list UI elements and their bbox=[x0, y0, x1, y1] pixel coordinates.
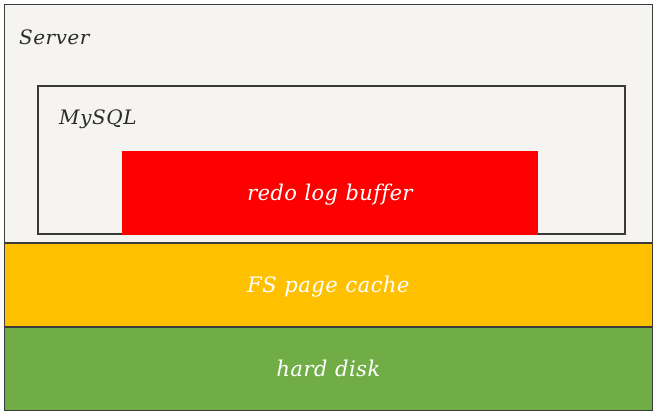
redo-log-buffer-label: redo log buffer bbox=[247, 181, 413, 205]
fs-page-cache-label: FS page cache bbox=[247, 273, 410, 297]
fs-page-cache-box: FS page cache bbox=[4, 243, 653, 327]
mysql-label: MySQL bbox=[59, 105, 138, 129]
redo-log-buffer-box: redo log buffer bbox=[122, 151, 538, 235]
server-box: Server MySQL redo log buffer bbox=[4, 4, 653, 243]
hard-disk-box: hard disk bbox=[4, 327, 653, 411]
hard-disk-label: hard disk bbox=[276, 357, 381, 381]
server-label: Server bbox=[19, 25, 90, 49]
mysql-box: MySQL redo log buffer bbox=[37, 85, 626, 235]
